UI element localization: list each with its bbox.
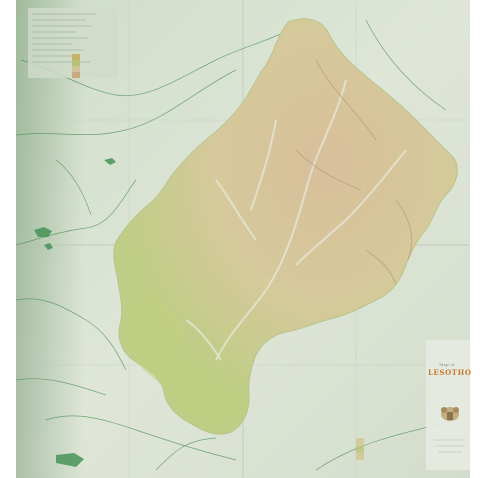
foothills	[126, 295, 244, 428]
relief-ridges	[295, 59, 413, 286]
map-title: Map of LESOTHO	[428, 362, 472, 377]
water-bodies	[34, 158, 116, 467]
coat-of-arms-icon	[441, 407, 459, 421]
legend-swatch-icon	[72, 54, 80, 78]
river-valleys	[185, 79, 407, 361]
map-title-prefix: Map of	[439, 362, 455, 367]
map-title-country: LESOTHO	[428, 368, 472, 377]
map-photo	[16, 0, 470, 478]
photo-border-left	[0, 0, 16, 478]
road-network	[16, 19, 470, 471]
photo-border-right	[470, 0, 480, 478]
title-panel	[426, 340, 470, 470]
scale-legend	[356, 438, 364, 460]
